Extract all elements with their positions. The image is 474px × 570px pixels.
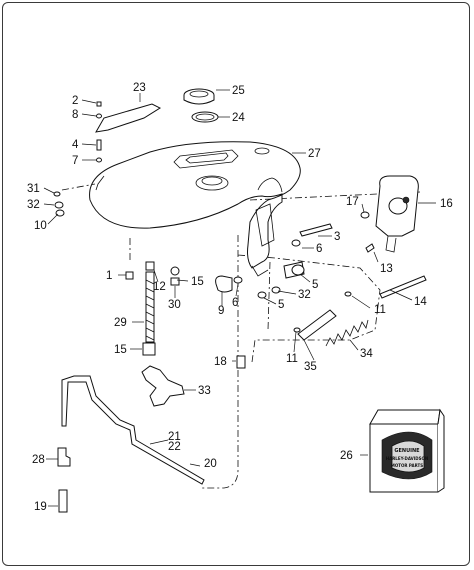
genuine-parts-box (369, 408, 445, 493)
callout-27: 27 (308, 148, 321, 160)
callout-25: 25 (232, 85, 245, 97)
upper-screws (96, 101, 102, 163)
callout-4: 4 (72, 139, 79, 151)
callout-20: 20 (204, 458, 217, 470)
filler-cap (183, 88, 215, 105)
callout-17: 17 (346, 196, 359, 208)
filler-gasket (191, 111, 219, 123)
callout-6-lower: 6 (232, 297, 238, 309)
callout-labels: 23 25 24 2 8 4 7 27 31 32 10 17 16 3 6 1… (27, 82, 453, 513)
callout-15-upper: 15 (191, 276, 204, 288)
callout-1: 1 (106, 270, 112, 282)
left-washers (53, 183, 96, 217)
callout-5-upper: 5 (312, 279, 318, 291)
callout-26: 26 (340, 450, 353, 462)
callout-33: 33 (198, 385, 211, 397)
genuine-logo: GENUINE HARLEY-DAVIDSON MOTOR PARTS (386, 448, 428, 468)
hose-clamp-lower (293, 327, 301, 333)
callout-2: 2 (72, 95, 78, 107)
callout-23: 23 (133, 82, 146, 94)
lower-fittings (57, 355, 246, 513)
frame-rail-outline (129, 191, 421, 489)
fuel-strainer (125, 261, 180, 356)
hose-clamp-upper (344, 291, 352, 297)
callout-31: 31 (27, 183, 40, 195)
right-hardware (257, 223, 427, 299)
callout-9: 9 (218, 305, 224, 317)
callout-18: 18 (214, 356, 227, 368)
callout-16: 16 (440, 198, 453, 210)
fuel-tank (89, 141, 301, 277)
console-bracket (95, 103, 162, 133)
logo-line-1: GENUINE (394, 448, 420, 454)
callout-6-upper: 6 (316, 243, 322, 255)
callout-11-right: 11 (374, 304, 386, 316)
gauge-housing (360, 175, 419, 253)
callout-29: 29 (114, 317, 127, 329)
callout-5-lower: 5 (278, 299, 284, 311)
callout-19: 19 (34, 501, 47, 513)
callout-12: 12 (153, 281, 166, 293)
callout-7: 7 (72, 155, 78, 167)
callout-24: 24 (232, 112, 245, 124)
callout-30: 30 (168, 299, 181, 311)
callout-10: 10 (34, 220, 47, 232)
callout-13: 13 (380, 263, 393, 275)
callout-11-lower: 11 (286, 353, 298, 365)
petcock (215, 275, 243, 293)
logo-line-3: MOTOR PARTS (391, 463, 423, 468)
callout-15-lower: 15 (114, 344, 127, 356)
callout-32-left: 32 (27, 199, 40, 211)
callout-28: 28 (32, 454, 45, 466)
callout-21: 21 (168, 431, 181, 443)
crossover-tube (61, 375, 205, 485)
leader-lines (43, 89, 436, 507)
callout-22: 22 (168, 441, 181, 453)
fuel-fitting (141, 365, 185, 407)
callout-8: 8 (72, 109, 78, 121)
vent-hose (297, 309, 337, 341)
callout-3: 3 (334, 231, 340, 243)
callout-35: 35 (304, 361, 317, 373)
callout-32-right: 32 (298, 289, 311, 301)
callout-34: 34 (360, 348, 373, 360)
callout-14: 14 (414, 296, 427, 308)
spring (325, 319, 369, 347)
logo-line-2: HARLEY-DAVIDSON (386, 456, 428, 461)
